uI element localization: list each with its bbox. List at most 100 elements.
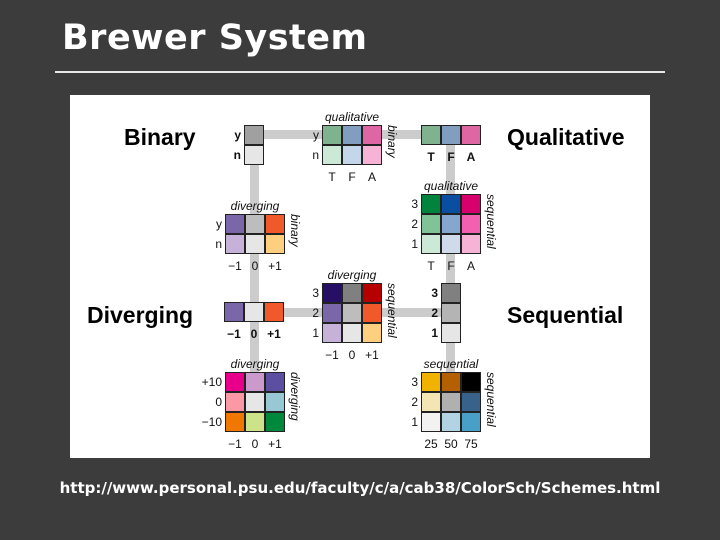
scheme-side-label: diverging <box>288 372 302 421</box>
color-swatch <box>322 303 342 323</box>
color-swatch <box>421 412 441 432</box>
connector <box>284 308 324 317</box>
color-swatch <box>421 125 441 145</box>
scheme-side-label: sequential <box>484 372 498 427</box>
color-swatch <box>225 412 245 432</box>
row-label: n <box>233 148 241 162</box>
color-swatch <box>421 214 441 234</box>
row-label: −10 <box>201 415 222 429</box>
scheme-header: diverging <box>230 357 280 371</box>
color-swatch <box>224 302 244 322</box>
category-qualitative: Qualitative <box>507 124 625 150</box>
scheme-header: qualitative <box>324 110 380 124</box>
column-label: F <box>348 170 356 184</box>
connector <box>446 144 455 374</box>
row-label: y <box>234 128 241 142</box>
color-swatch <box>245 234 265 254</box>
color-swatch <box>461 392 481 412</box>
row-label: y <box>216 217 222 231</box>
color-swatch <box>342 145 362 165</box>
scheme-header: qualitative <box>423 179 479 193</box>
column-label: 25 <box>424 437 438 451</box>
column-label: T <box>427 150 435 164</box>
scheme-header: diverging <box>327 268 377 282</box>
color-swatch <box>441 323 461 343</box>
color-swatch <box>461 125 481 145</box>
color-swatch <box>245 392 265 412</box>
row-label: 3 <box>411 197 418 211</box>
color-swatch <box>461 234 481 254</box>
source-url[interactable]: http://www.personal.psu.edu/faculty/c/a/… <box>59 479 661 497</box>
column-label: T <box>328 170 336 184</box>
column-label: +1 <box>268 437 282 451</box>
slide-title: Brewer System <box>62 18 368 58</box>
category-sequential: Sequential <box>507 302 624 328</box>
column-label: 50 <box>444 437 458 451</box>
column-label: F <box>447 150 455 164</box>
row-label: 1 <box>312 326 319 340</box>
color-swatch <box>441 194 461 214</box>
color-swatch <box>441 234 461 254</box>
color-swatch <box>461 412 481 432</box>
row-label: n <box>215 237 222 251</box>
color-swatch <box>362 323 382 343</box>
color-swatch <box>225 392 245 412</box>
color-swatch <box>322 145 342 165</box>
scheme-side-label: sequential <box>484 194 498 249</box>
color-swatch <box>441 283 461 303</box>
scheme-header: diverging <box>230 199 280 213</box>
connector <box>263 130 323 139</box>
color-swatch <box>244 145 264 165</box>
color-swatch <box>265 214 285 234</box>
column-label: +1 <box>268 259 282 273</box>
color-swatch <box>461 372 481 392</box>
column-label: 75 <box>464 437 478 451</box>
scheme-side-label: binary <box>288 214 302 247</box>
color-swatch <box>441 214 461 234</box>
color-swatch <box>245 372 265 392</box>
scheme-side-label: sequential <box>385 283 399 338</box>
color-swatch <box>421 194 441 214</box>
column-label: −1 <box>228 259 242 273</box>
row-label: 2 <box>411 217 418 231</box>
row-label: 2 <box>312 306 319 320</box>
column-label: 0 <box>250 327 258 341</box>
category-diverging: Diverging <box>87 302 194 328</box>
color-swatch <box>265 412 285 432</box>
color-swatch <box>244 302 264 322</box>
color-swatch <box>264 302 284 322</box>
column-label: 0 <box>251 259 259 273</box>
column-label: −1 <box>227 327 241 341</box>
color-swatch <box>441 392 461 412</box>
color-swatch <box>342 303 362 323</box>
color-swatch <box>245 412 265 432</box>
scheme-side-label: binary <box>385 125 399 158</box>
row-label: 3 <box>411 375 418 389</box>
category-binary: Binary <box>124 124 196 150</box>
column-label: A <box>466 150 476 164</box>
color-swatch <box>245 214 265 234</box>
color-swatch <box>362 145 382 165</box>
row-label: 3 <box>431 286 438 300</box>
row-label: 2 <box>411 395 418 409</box>
connector <box>250 163 259 375</box>
color-swatch <box>362 125 382 145</box>
column-label: A <box>367 170 376 184</box>
column-label: T <box>427 259 435 273</box>
color-swatch <box>265 372 285 392</box>
row-label: 2 <box>431 306 438 320</box>
column-label: 0 <box>251 437 259 451</box>
row-label: y <box>313 128 319 142</box>
color-swatch <box>441 303 461 323</box>
color-swatch <box>265 234 285 254</box>
column-label: −1 <box>325 348 339 362</box>
color-swatch <box>322 283 342 303</box>
